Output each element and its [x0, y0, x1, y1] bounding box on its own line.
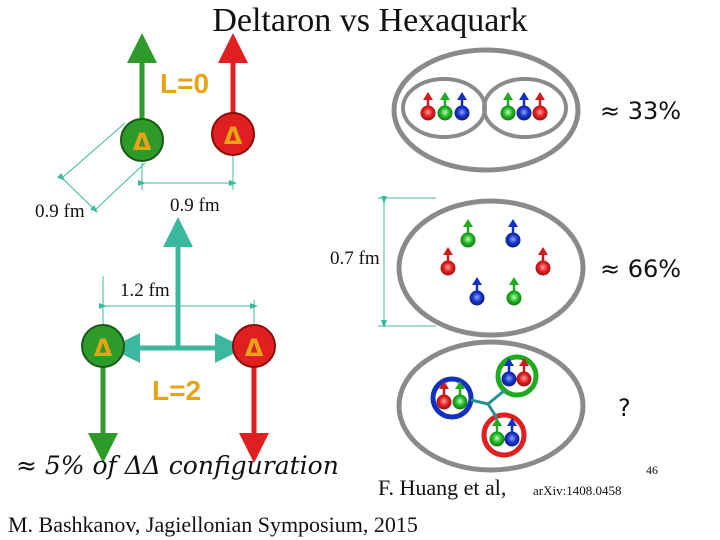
- three-diquark-fraction: ?: [618, 394, 631, 422]
- slide-number: 46: [646, 463, 658, 477]
- six-quark-fraction: ≈ 66%: [600, 255, 682, 283]
- l2-configuration: Δ Δ: [81, 217, 276, 463]
- green-quark: [489, 418, 505, 447]
- green-delta-symbol: Δ: [94, 334, 113, 362]
- green-quark: [500, 92, 516, 121]
- right-cluster-ellipse: [482, 77, 568, 139]
- green-quark: [506, 277, 522, 306]
- red-quark: [532, 92, 548, 121]
- red-diquark-ring: [481, 412, 527, 458]
- red-delta-symbol: Δ: [245, 334, 264, 362]
- citation: F. Huang et al,: [378, 475, 507, 500]
- blue-diquark-ring: [430, 376, 474, 420]
- l2-distance-label: 1.2 fm: [120, 280, 170, 301]
- red-quark: [440, 247, 456, 276]
- green-quark: [437, 92, 453, 121]
- vertical-distance-label: 0.7 fm: [330, 248, 380, 269]
- blue-quark: [516, 92, 532, 121]
- red-quark: [420, 92, 436, 121]
- blue-quark: [501, 358, 517, 387]
- left-distance-label: 0.9 fm: [35, 201, 85, 222]
- green-delta-symbol: Δ: [133, 128, 152, 156]
- red-quark: [436, 381, 452, 410]
- red-delta-symbol: Δ: [224, 122, 243, 150]
- red-quark: [535, 247, 551, 276]
- left-dimension-line: [61, 122, 126, 179]
- vertical-dimension: [378, 196, 436, 328]
- left-dimension-arrow: [57, 173, 98, 213]
- green-delta-l0: [120, 118, 164, 162]
- red-delta-l2: [232, 324, 276, 368]
- two-cluster-outer-ellipse: [391, 47, 581, 173]
- green-delta-l2: [81, 324, 125, 368]
- footer-credit: M. Bashkanov, Jagiellonian Symposium, 20…: [8, 512, 418, 537]
- gluon-junction: [470, 388, 506, 419]
- six-quark-ellipse: [396, 198, 586, 338]
- blue-quark: [504, 418, 520, 447]
- quarks-layer: [420, 92, 551, 447]
- two-cluster-fraction: ≈ 33%: [600, 97, 682, 125]
- blue-quark: [454, 92, 470, 121]
- green-diquark-ring: [495, 354, 539, 398]
- three-diquark-ellipse: [396, 339, 586, 473]
- l2-label: L=2: [152, 375, 202, 406]
- horizontal-distance-label: 0.9 fm: [170, 195, 220, 216]
- l0-configuration: Δ Δ: [57, 33, 255, 213]
- arxiv-reference: arXiv:1408.0458: [533, 483, 622, 498]
- l0-label: L=0: [160, 68, 210, 99]
- green-quark: [460, 219, 476, 248]
- red-delta-l0: [211, 112, 255, 156]
- left-dimension-line: [94, 162, 146, 211]
- red-quark: [516, 358, 532, 387]
- l2-fraction-note: ≈ 5% of ΔΔ configuration: [16, 451, 339, 480]
- page-title: Deltaron vs Hexaquark: [212, 2, 528, 39]
- green-quark: [452, 381, 468, 410]
- blue-quark: [469, 277, 485, 306]
- blue-quark: [505, 219, 521, 248]
